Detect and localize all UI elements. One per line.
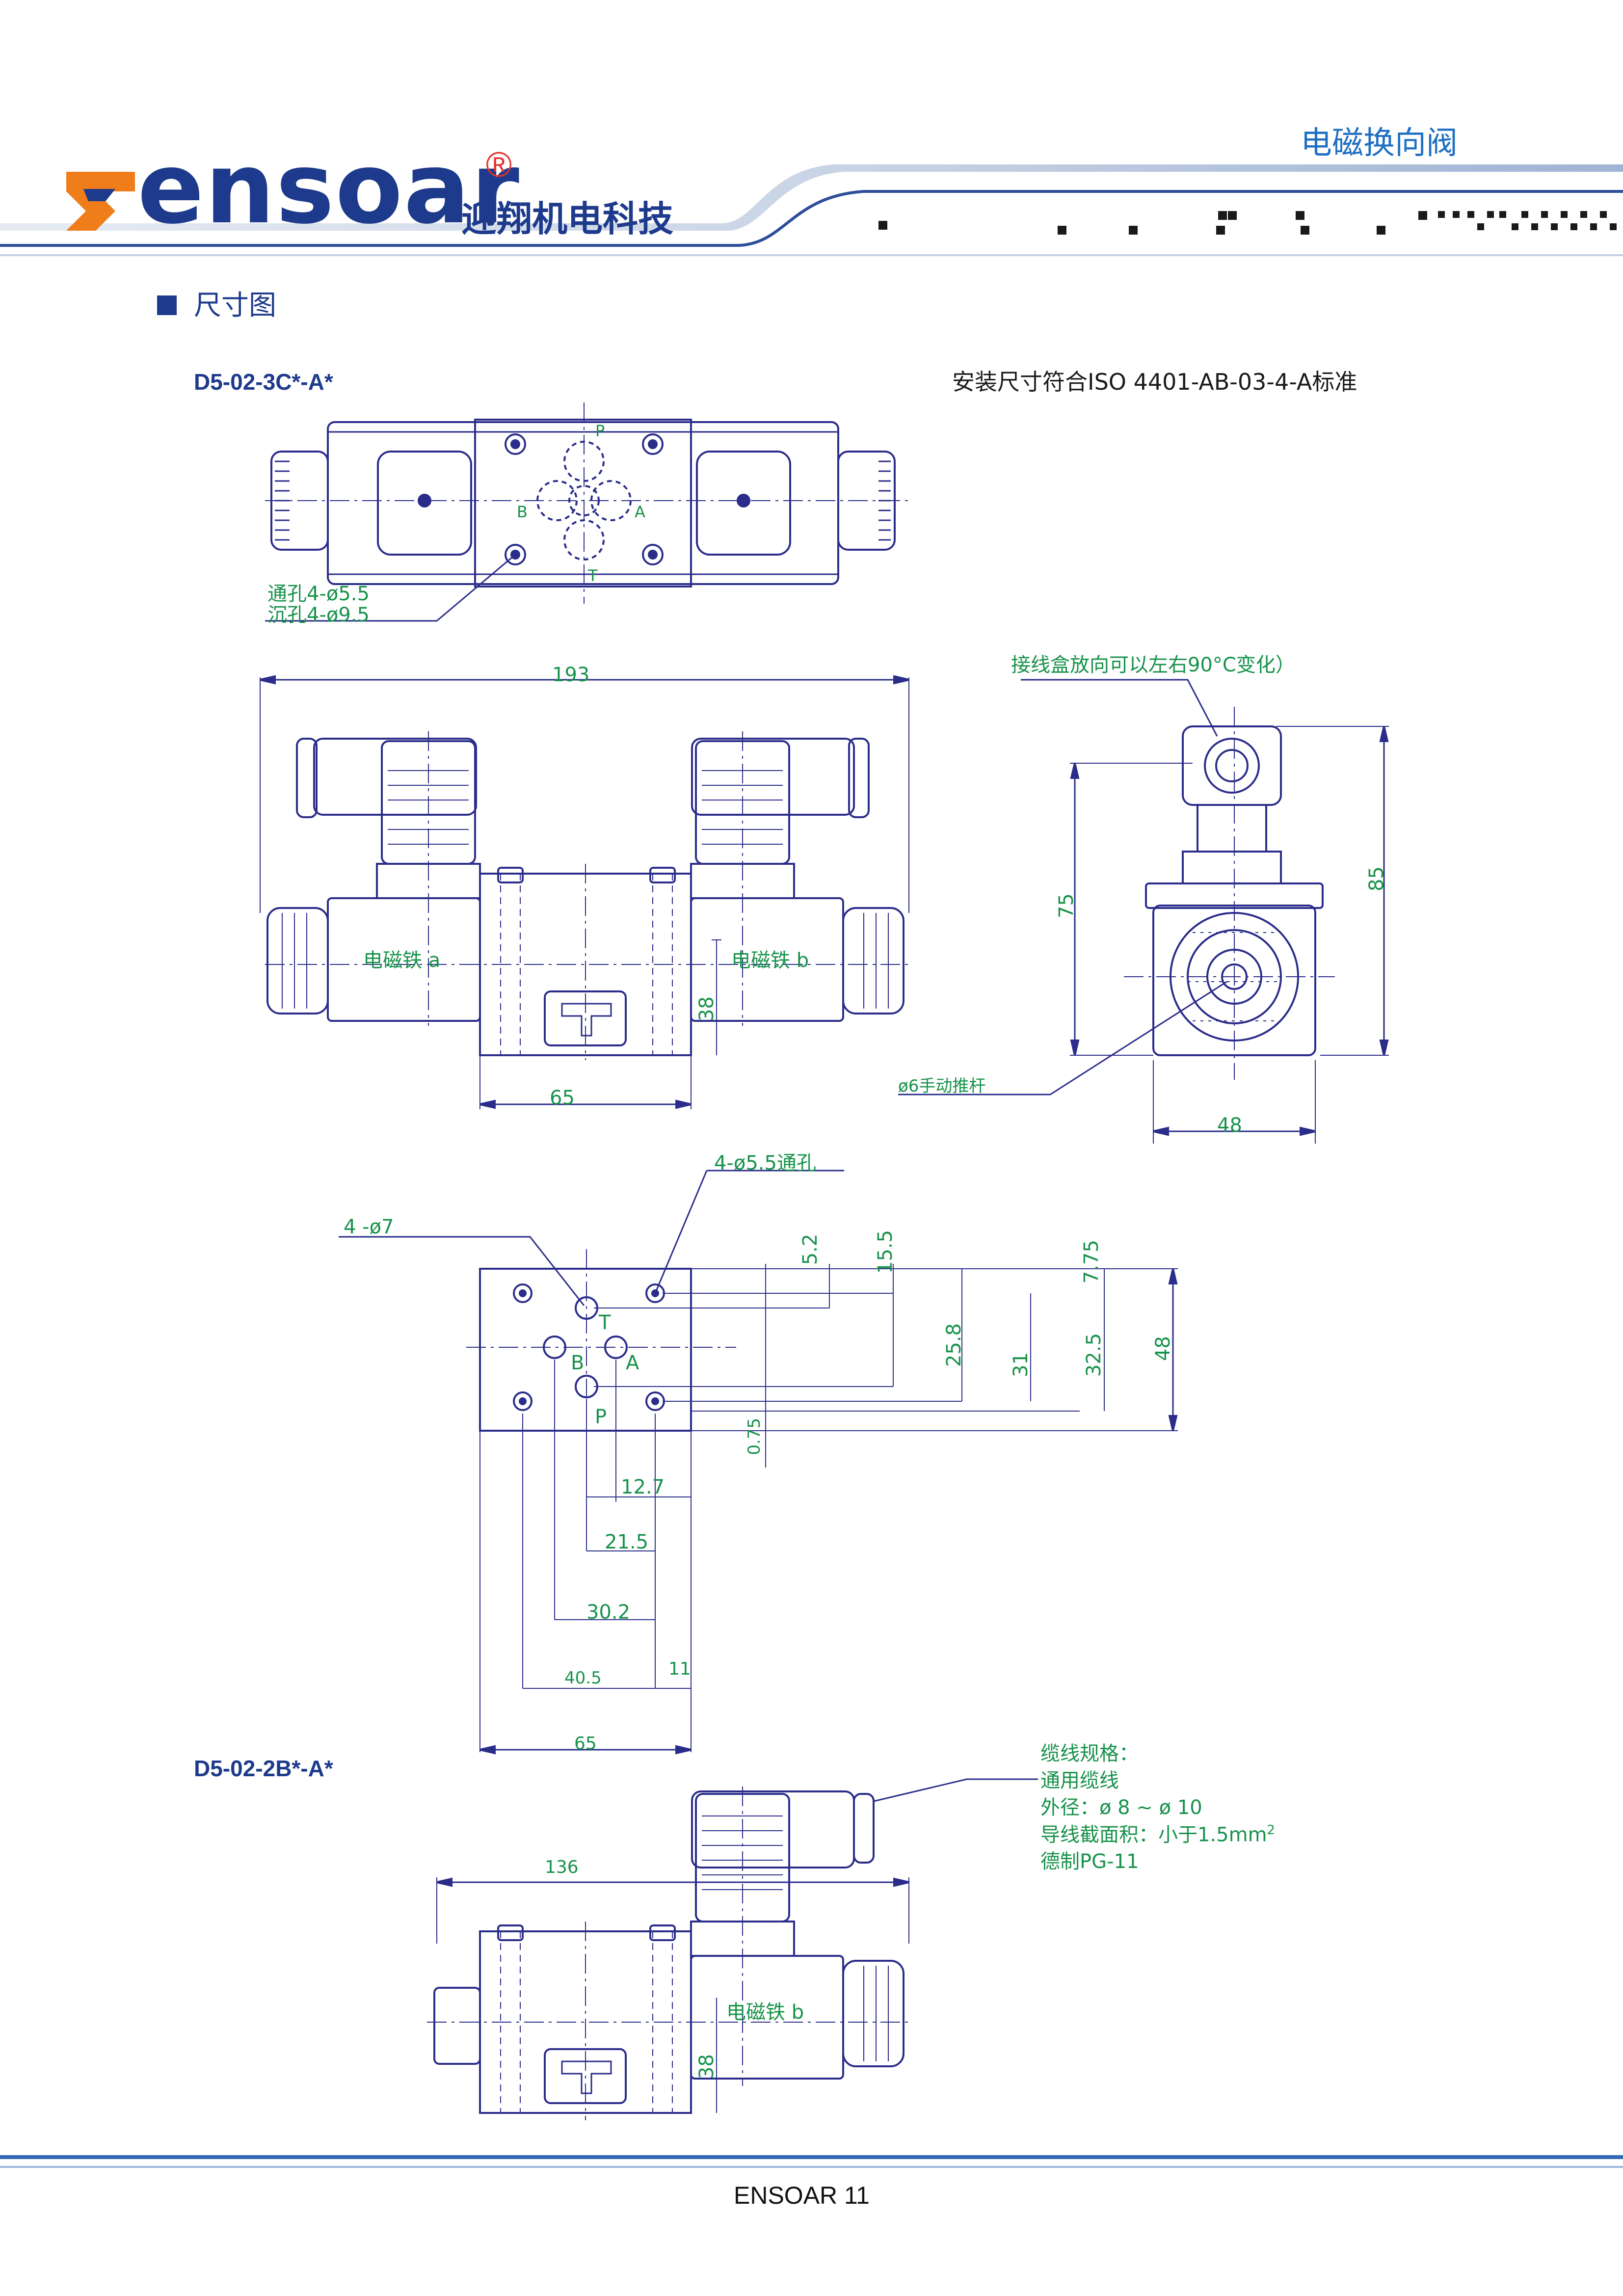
dim-193: 193	[552, 664, 590, 686]
mount-port-p: P	[595, 1406, 607, 1428]
category-title: 电磁换向阀	[1301, 125, 1458, 161]
coil-b-label-2b: 电磁铁 b	[726, 2001, 804, 2024]
logo-mark-icon	[66, 172, 135, 231]
cable-spec-line3-text: 导线截面积：小于1.5mm	[1040, 1823, 1267, 1846]
iso-note: 安装尺寸符合ISO 4401-AB-03-4-A标准	[952, 369, 1357, 395]
model-title-2: D5-02-2B*-A*	[194, 1756, 333, 1781]
dim-15-5: 15.5	[874, 1230, 897, 1274]
section-bullet-icon	[157, 295, 177, 315]
dim-38: 38	[695, 996, 718, 1022]
port-holes-note: 4 -ø7	[344, 1216, 394, 1238]
front-view	[260, 675, 909, 1109]
cable-spec-title: 缆线规格：	[1040, 1742, 1139, 1765]
dim-5-2: 5.2	[799, 1233, 822, 1265]
page-footer: ENSOAR 11	[734, 2182, 870, 2209]
brand-cn: 迎翔机电科技	[461, 198, 674, 240]
dim-65: 65	[550, 1087, 575, 1109]
dim-75: 75	[1055, 893, 1078, 919]
cable-spec-line3: 导线截面积：小于1.5mm2	[1040, 1822, 1275, 1848]
header-swoosh	[0, 164, 1623, 256]
section-title: 尺寸图	[194, 290, 276, 321]
dim-48-side: 48	[1217, 1114, 1242, 1137]
dim-32-5: 32.5	[1082, 1333, 1105, 1377]
dim-38-2b: 38	[695, 2054, 718, 2080]
dim-85: 85	[1365, 866, 1388, 892]
cable-spec-line4: 德制PG-11	[1040, 1850, 1139, 1873]
port-label-t: T	[588, 566, 598, 585]
top-view	[265, 402, 913, 622]
mount-port-t: T	[599, 1311, 611, 1334]
coil-b-label: 电磁铁 b	[731, 949, 809, 972]
view-2b	[427, 1778, 1038, 2120]
port-label-a: A	[635, 503, 645, 521]
dim-21-5: 21.5	[605, 1531, 649, 1553]
dim-30-2: 30.2	[586, 1601, 631, 1624]
port-label-b: B	[517, 503, 528, 521]
dim-40-5: 40.5	[564, 1668, 602, 1688]
mount-port-b: B	[571, 1352, 585, 1374]
manual-rod-note: ø6手动推杆	[898, 1076, 986, 1096]
port-label-p: P	[595, 422, 605, 440]
cable-spec-line2: 外径：ø 8 ~ ø 10	[1040, 1796, 1202, 1819]
rotate-note: 接线盒放向可以左右90°C变化）	[1011, 654, 1295, 676]
hole-note-thru: 通孔4-ø5.5	[267, 583, 370, 605]
brand-logo-text: ensoar	[137, 132, 521, 246]
dim-0-75: 0.75	[745, 1417, 765, 1455]
dim-12-7: 12.7	[621, 1476, 665, 1498]
registered-mark: ®	[486, 145, 512, 185]
side-view	[898, 679, 1389, 1144]
hole-note-counterbore: 沉孔4-ø9.5	[267, 604, 370, 626]
dim-31: 31	[1009, 1352, 1032, 1378]
model-title-1: D5-02-3C*-A*	[194, 369, 333, 395]
thru-holes-note: 4-ø5.5通孔	[714, 1152, 816, 1175]
dim-11: 11	[668, 1659, 691, 1679]
cable-spec-superscript: 2	[1267, 1823, 1276, 1838]
dim-65-mount: 65	[574, 1734, 597, 1754]
dim-25-8: 25.8	[942, 1323, 965, 1367]
dim-48-mount: 48	[1151, 1336, 1174, 1362]
dim-136: 136	[545, 1857, 579, 1877]
mount-port-a: A	[626, 1352, 639, 1374]
mount-view	[339, 1170, 1178, 1755]
coil-a-label: 电磁铁 a	[363, 949, 441, 972]
dim-7-75: 7.75	[1080, 1240, 1103, 1284]
cable-spec-line1: 通用缆线	[1040, 1769, 1119, 1792]
